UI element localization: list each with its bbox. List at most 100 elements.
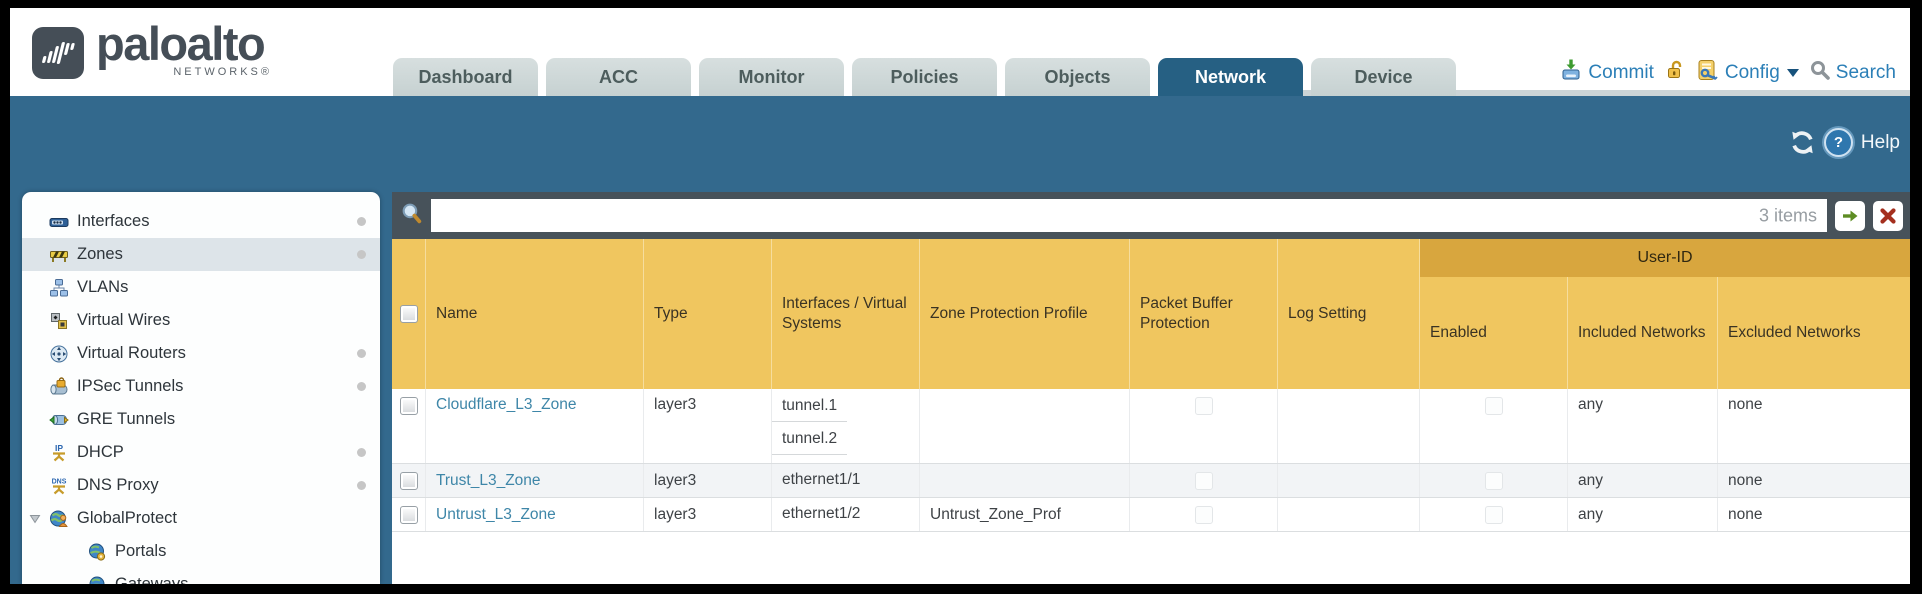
sidebar-item-virtual-wires[interactable]: Virtual Wires bbox=[22, 304, 380, 337]
enabled-checkbox bbox=[1420, 389, 1568, 463]
status-dot bbox=[357, 382, 366, 391]
table-header: Name Type Interfaces / Virtual Systems Z… bbox=[392, 239, 1910, 389]
ipsec-tunnels-icon bbox=[48, 376, 70, 398]
svg-text:DNS: DNS bbox=[52, 478, 67, 485]
cell-interfaces: ethernet1/2 bbox=[772, 498, 920, 531]
column-header-log-setting[interactable]: Log Setting bbox=[1278, 239, 1420, 389]
interface-value: ethernet1/1 bbox=[782, 471, 861, 488]
tab-policies[interactable]: Policies bbox=[852, 58, 997, 96]
sidebar-item-vlans[interactable]: VLANs bbox=[22, 271, 380, 304]
config-menu-button[interactable]: Config bbox=[1696, 58, 1799, 88]
zone-name-link[interactable]: Trust_L3_Zone bbox=[436, 471, 541, 489]
status-dot bbox=[357, 349, 366, 358]
sidebar-item-dns-proxy[interactable]: DNS DNS Proxy bbox=[22, 469, 380, 502]
sidebar-item-label: Gateways bbox=[115, 575, 189, 584]
search-button[interactable]: Search bbox=[1809, 59, 1896, 87]
row-checkbox[interactable] bbox=[392, 389, 426, 463]
help-icon[interactable]: ? bbox=[1823, 128, 1853, 157]
sidebar-item-interfaces[interactable]: Interfaces bbox=[22, 205, 380, 238]
packet-buffer-checkbox bbox=[1130, 389, 1278, 463]
main-panel: 3 items Name Type bbox=[392, 192, 1910, 584]
cell-zone-protection-profile bbox=[920, 464, 1130, 497]
sidebar-item-globalprotect[interactable]: GlobalProtect bbox=[22, 502, 380, 535]
refresh-icon[interactable] bbox=[1789, 129, 1816, 156]
lock-icon[interactable] bbox=[1664, 59, 1686, 87]
cell-name: Untrust_L3_Zone bbox=[426, 498, 644, 531]
filter-search-input[interactable] bbox=[431, 199, 1827, 232]
logo-networks-label: NETWORKS® bbox=[173, 66, 272, 78]
gre-tunnels-icon bbox=[48, 409, 70, 431]
expander-icon[interactable] bbox=[29, 512, 41, 530]
user-id-group-header: User-ID bbox=[1420, 239, 1910, 277]
cell-excluded-networks: none bbox=[1728, 396, 1763, 413]
sidebar-item-virtual-routers[interactable]: Virtual Routers bbox=[22, 337, 380, 370]
row-checkbox[interactable] bbox=[392, 464, 426, 497]
cell-log-setting bbox=[1278, 464, 1420, 497]
column-header-name[interactable]: Name bbox=[426, 239, 644, 389]
zone-name-link[interactable]: Untrust_L3_Zone bbox=[436, 505, 556, 523]
column-header-included-networks[interactable]: Included Networks bbox=[1568, 277, 1718, 389]
column-header-zone-protection[interactable]: Zone Protection Profile bbox=[920, 239, 1130, 389]
sidebar-item-portals[interactable]: Portals bbox=[22, 535, 380, 568]
sidebar-item-label: Portals bbox=[115, 542, 167, 560]
tab-objects[interactable]: Objects bbox=[1005, 58, 1150, 96]
sidebar-item-label: GRE Tunnels bbox=[77, 410, 176, 428]
config-icon bbox=[1696, 58, 1720, 88]
zone-name-link[interactable]: Cloudflare_L3_Zone bbox=[436, 396, 577, 413]
select-all-checkbox[interactable] bbox=[392, 239, 426, 389]
enabled-checkbox bbox=[1420, 498, 1568, 531]
cell-log-setting bbox=[1278, 498, 1420, 531]
commit-button[interactable]: Commit bbox=[1559, 58, 1654, 88]
header-bottom-strip bbox=[1238, 90, 1910, 96]
cell-name: Trust_L3_Zone bbox=[426, 464, 644, 497]
column-header-excluded-networks[interactable]: Excluded Networks bbox=[1728, 323, 1861, 341]
commit-icon bbox=[1559, 58, 1583, 88]
interface-value: ethernet1/2 bbox=[782, 505, 861, 522]
column-header-interfaces[interactable]: Interfaces / Virtual Systems bbox=[772, 239, 920, 389]
column-header-type[interactable]: Type bbox=[644, 239, 772, 389]
cell-type: layer3 bbox=[644, 464, 772, 497]
tab-monitor[interactable]: Monitor bbox=[699, 58, 844, 96]
sidebar-item-ipsec-tunnels[interactable]: IPSec Tunnels bbox=[22, 370, 380, 403]
sidebar-item-gre-tunnels[interactable]: GRE Tunnels bbox=[22, 403, 380, 436]
interfaces-icon bbox=[48, 211, 70, 233]
sidebar-item-zones[interactable]: Zones bbox=[22, 238, 380, 271]
packet-buffer-checkbox bbox=[1130, 498, 1278, 531]
packet-buffer-checkbox bbox=[1130, 464, 1278, 497]
globalprotect-icon bbox=[48, 508, 70, 530]
apply-filter-button[interactable] bbox=[1835, 200, 1865, 231]
content-toolbar: ? Help bbox=[1789, 128, 1900, 157]
cell-zone-protection-profile: Untrust_Zone_Prof bbox=[920, 498, 1130, 531]
status-dot bbox=[357, 448, 366, 457]
filter-search-icon bbox=[400, 202, 423, 230]
virtual-routers-icon bbox=[48, 343, 70, 365]
commit-label: Commit bbox=[1588, 62, 1654, 83]
tab-dashboard[interactable]: Dashboard bbox=[393, 58, 538, 96]
sidebar-item-label: Virtual Wires bbox=[77, 311, 171, 329]
tab-network[interactable]: Network bbox=[1158, 58, 1303, 96]
tab-device[interactable]: Device bbox=[1311, 58, 1456, 96]
clear-filter-button[interactable] bbox=[1873, 200, 1903, 231]
portals-icon bbox=[86, 541, 108, 563]
cell-log-setting bbox=[1278, 389, 1420, 463]
virtual-wires-icon bbox=[48, 310, 70, 332]
sidebar-item-label: DNS Proxy bbox=[77, 476, 159, 494]
cell-included-networks: any bbox=[1568, 389, 1718, 463]
config-label: Config bbox=[1724, 62, 1780, 83]
column-header-enabled[interactable]: Enabled bbox=[1420, 277, 1568, 389]
cell-type: layer3 bbox=[644, 498, 772, 531]
column-header-packet-buffer[interactable]: Packet Buffer Protection bbox=[1130, 239, 1278, 389]
row-checkbox[interactable] bbox=[392, 498, 426, 531]
interface-value: tunnel.2 bbox=[772, 422, 848, 455]
sidebar-item-label: Interfaces bbox=[77, 212, 150, 230]
tab-acc[interactable]: ACC bbox=[546, 58, 691, 96]
sidebar-item-gateways[interactable]: Gateways bbox=[22, 568, 380, 584]
cell-zone-protection-profile bbox=[920, 389, 1130, 463]
